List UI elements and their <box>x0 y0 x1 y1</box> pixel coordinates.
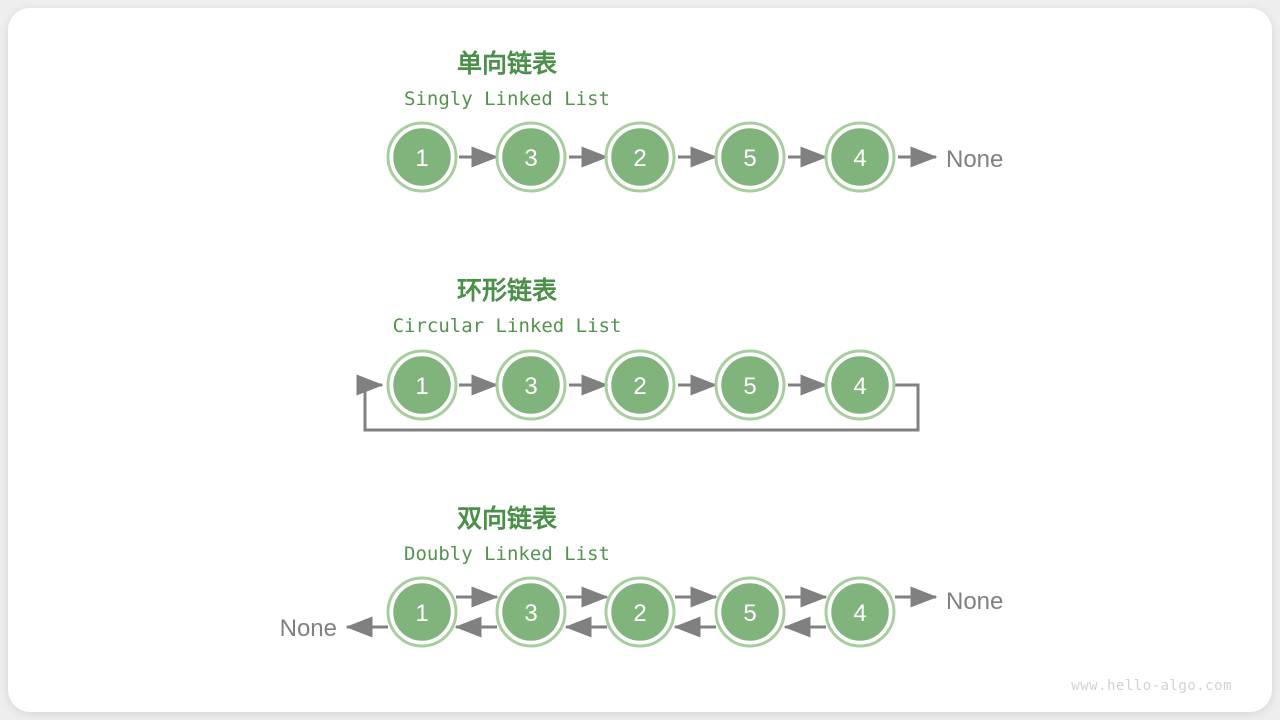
node-label: 3 <box>524 600 537 627</box>
node-singly-1: 3 <box>495 121 567 193</box>
section-singly: 单向链表 Singly Linked List 1 3 2 <box>386 49 1003 193</box>
node-circular-0: 1 <box>386 349 458 421</box>
watermark-label: www.hello-algo.com <box>1071 678 1232 694</box>
section-title-cn-doubly: 双向链表 <box>457 504 558 533</box>
section-title-cn-singly: 单向链表 <box>457 49 558 78</box>
node-label: 1 <box>415 600 428 627</box>
node-circular-3: 5 <box>714 349 786 421</box>
node-label: 4 <box>853 600 866 627</box>
node-doubly-0: 1 <box>386 576 458 648</box>
section-circular: 环形链表 Circular Linked List 1 3 <box>356 276 920 432</box>
node-circular-4: 4 <box>824 349 896 421</box>
node-label: 2 <box>633 600 646 627</box>
node-doubly-2: 2 <box>604 576 676 648</box>
node-singly-3: 5 <box>714 121 786 193</box>
node-singly-0: 1 <box>386 121 458 193</box>
node-label: 5 <box>743 600 756 627</box>
node-label: 5 <box>743 373 756 400</box>
none-label-singly-tail: None <box>946 146 1003 173</box>
node-label: 3 <box>524 373 537 400</box>
node-label: 1 <box>415 145 428 172</box>
node-label: 4 <box>853 145 866 172</box>
section-doubly: 双向链表 Doubly Linked List 1 3 <box>280 504 1003 648</box>
node-circular-2: 2 <box>604 349 676 421</box>
node-doubly-1: 3 <box>495 576 567 648</box>
node-singly-4: 4 <box>824 121 896 193</box>
node-label: 2 <box>633 373 646 400</box>
section-title-en-singly: Singly Linked List <box>404 88 610 110</box>
section-title-cn-circular: 环形链表 <box>457 276 558 305</box>
node-circular-1: 3 <box>495 349 567 421</box>
none-label-doubly-head: None <box>280 615 337 642</box>
node-doubly-3: 5 <box>714 576 786 648</box>
section-title-en-doubly: Doubly Linked List <box>404 543 610 565</box>
node-label: 5 <box>743 145 756 172</box>
link-circular-loopback <box>356 374 920 432</box>
node-label: 1 <box>415 373 428 400</box>
node-label: 3 <box>524 145 537 172</box>
node-label: 4 <box>853 373 866 400</box>
node-doubly-4: 4 <box>824 576 896 648</box>
section-title-en-circular: Circular Linked List <box>393 315 622 337</box>
node-singly-2: 2 <box>604 121 676 193</box>
none-label-doubly-tail: None <box>946 588 1003 615</box>
node-label: 2 <box>633 145 646 172</box>
